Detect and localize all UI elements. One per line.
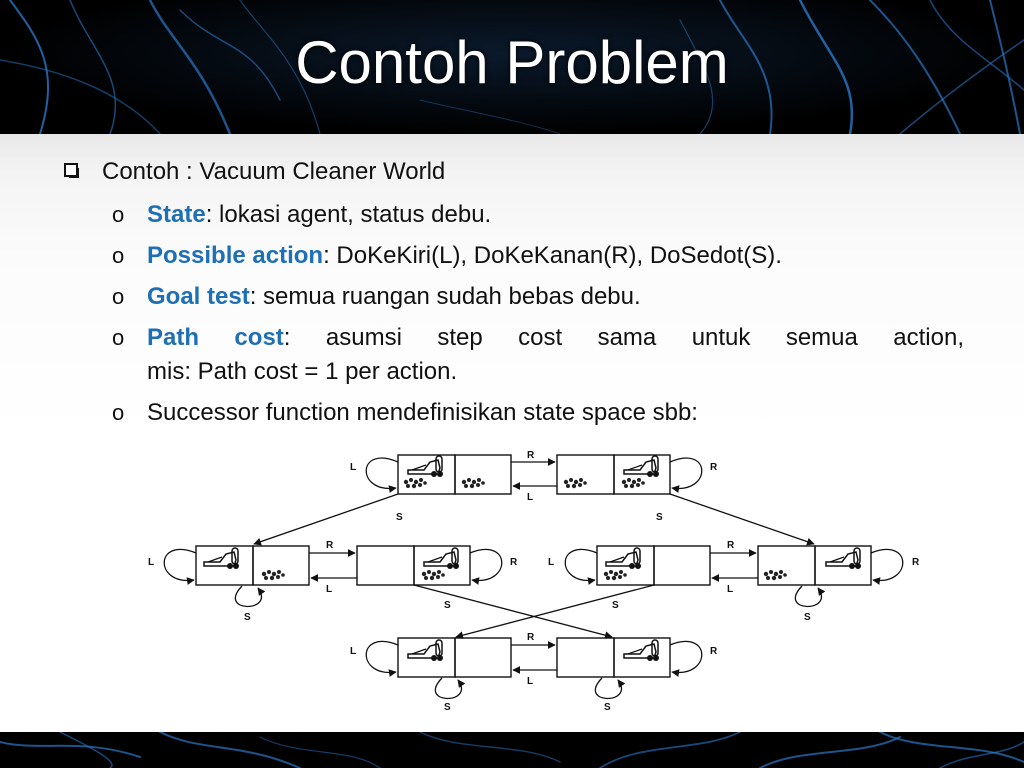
label-S: S (604, 702, 611, 713)
state-box-5-right (653, 545, 711, 586)
path-cost-text-1: : asumsi step cost sama untuk semua acti… (283, 324, 965, 351)
vacuum-icon (623, 455, 660, 478)
vacuum-icon (407, 455, 444, 478)
state-box-7-right (454, 637, 512, 678)
keyword-goal-test: Goal test (147, 283, 250, 310)
label-R: R (326, 540, 334, 551)
sub-bullet-body: State: lokasi agent, status debu. (147, 198, 964, 232)
label-L: L (350, 462, 356, 473)
label-S: S (444, 600, 451, 611)
state-box-6-right (814, 545, 872, 586)
keyword-possible-action: Possible action (147, 242, 324, 269)
state-box-8-right (613, 637, 671, 678)
keyword-state: State (147, 201, 206, 228)
label-R: R (912, 557, 920, 568)
label-S: S (244, 612, 251, 623)
circle-bullet-icon: o (112, 325, 125, 350)
dirt-icon (563, 478, 587, 489)
path-cost-line-1: Path cost: asumsi step cost sama untuk s… (147, 321, 964, 355)
successor-text: Successor function mendefinisikan state … (147, 399, 698, 426)
dirt-icon (763, 570, 787, 581)
possible-action-text: : DoKeKiri(L), DoKeKanan(R), DoSedot(S). (323, 242, 782, 269)
dirt-icon (261, 570, 285, 581)
label-S: S (612, 600, 619, 611)
label-S: S (444, 702, 451, 713)
vacuum-icon (623, 639, 660, 662)
sub-bullet-body: Goal test: semua ruangan sudah bebas deb… (147, 280, 964, 314)
path-cost-line-2: mis: Path cost = 1 per action. (147, 358, 458, 385)
checkbox-bullet-icon (64, 163, 79, 178)
circle-bullet-icon: o (112, 284, 125, 309)
label-L: L (727, 584, 733, 595)
state-box-4-left (356, 545, 415, 586)
vacuum-icon (605, 547, 642, 570)
state-box-1-right (454, 454, 512, 495)
dirt-icon (461, 478, 485, 489)
keyword-path-cost: Path cost (147, 324, 284, 351)
dirt-icon (603, 570, 627, 581)
label-S: S (396, 512, 403, 523)
state-box-8-left (556, 637, 615, 678)
vacuum-icon (407, 639, 444, 662)
state-box-2-right (613, 454, 671, 495)
state-box-2-left (556, 454, 615, 495)
label-L: L (527, 492, 533, 503)
label-R: R (710, 462, 718, 473)
circle-bullet-icon: o (112, 243, 125, 268)
dirt-icon (403, 478, 427, 489)
blue-veins-decoration (0, 0, 1024, 134)
label-R: R (527, 632, 535, 643)
main-bullet-text: Contoh : Vacuum Cleaner World (102, 158, 446, 185)
circle-bullet-icon: o (112, 400, 125, 425)
state-box-3-right (252, 545, 310, 586)
slide-title: Contoh Problem (295, 29, 729, 96)
label-L: L (350, 646, 356, 657)
label-S: S (804, 612, 811, 623)
slide-content: Contoh : Vacuum Cleaner World o State: l… (0, 134, 1024, 732)
vacuum-icon (825, 547, 862, 570)
vacuum-icon (423, 547, 460, 570)
blue-veins-decoration (0, 732, 1024, 768)
slide-header: Contoh Problem (0, 0, 1024, 134)
dirt-icon (621, 478, 645, 489)
label-L: L (527, 676, 533, 687)
circle-bullet-icon: o (112, 202, 125, 227)
slide-footer (0, 732, 1024, 768)
label-R: R (510, 557, 518, 568)
state-box-4-right (413, 545, 471, 586)
goal-test-text: : semua ruangan sudah bebas debu. (249, 283, 641, 310)
label-L: L (326, 584, 332, 595)
label-R: R (527, 450, 535, 461)
label-R: R (710, 646, 718, 657)
sub-bullet-body: Path cost: asumsi step cost sama untuk s… (147, 321, 964, 389)
label-L: L (548, 557, 554, 568)
state-text: : lokasi agent, status debu. (205, 201, 492, 228)
sub-bullet-body: Possible action: DoKeKiri(L), DoKeKanan(… (147, 239, 964, 273)
label-S: S (656, 512, 663, 523)
label-R: R (727, 540, 735, 551)
label-L: L (148, 557, 154, 568)
vacuum-icon (203, 547, 240, 570)
dirt-icon (421, 570, 445, 581)
state-space-svg: L R R L S S L R L R L R L R S S S S L R (148, 450, 920, 713)
state-space-diagram: L R R L S S L R L R L R L R S S S S L R (146, 448, 924, 715)
